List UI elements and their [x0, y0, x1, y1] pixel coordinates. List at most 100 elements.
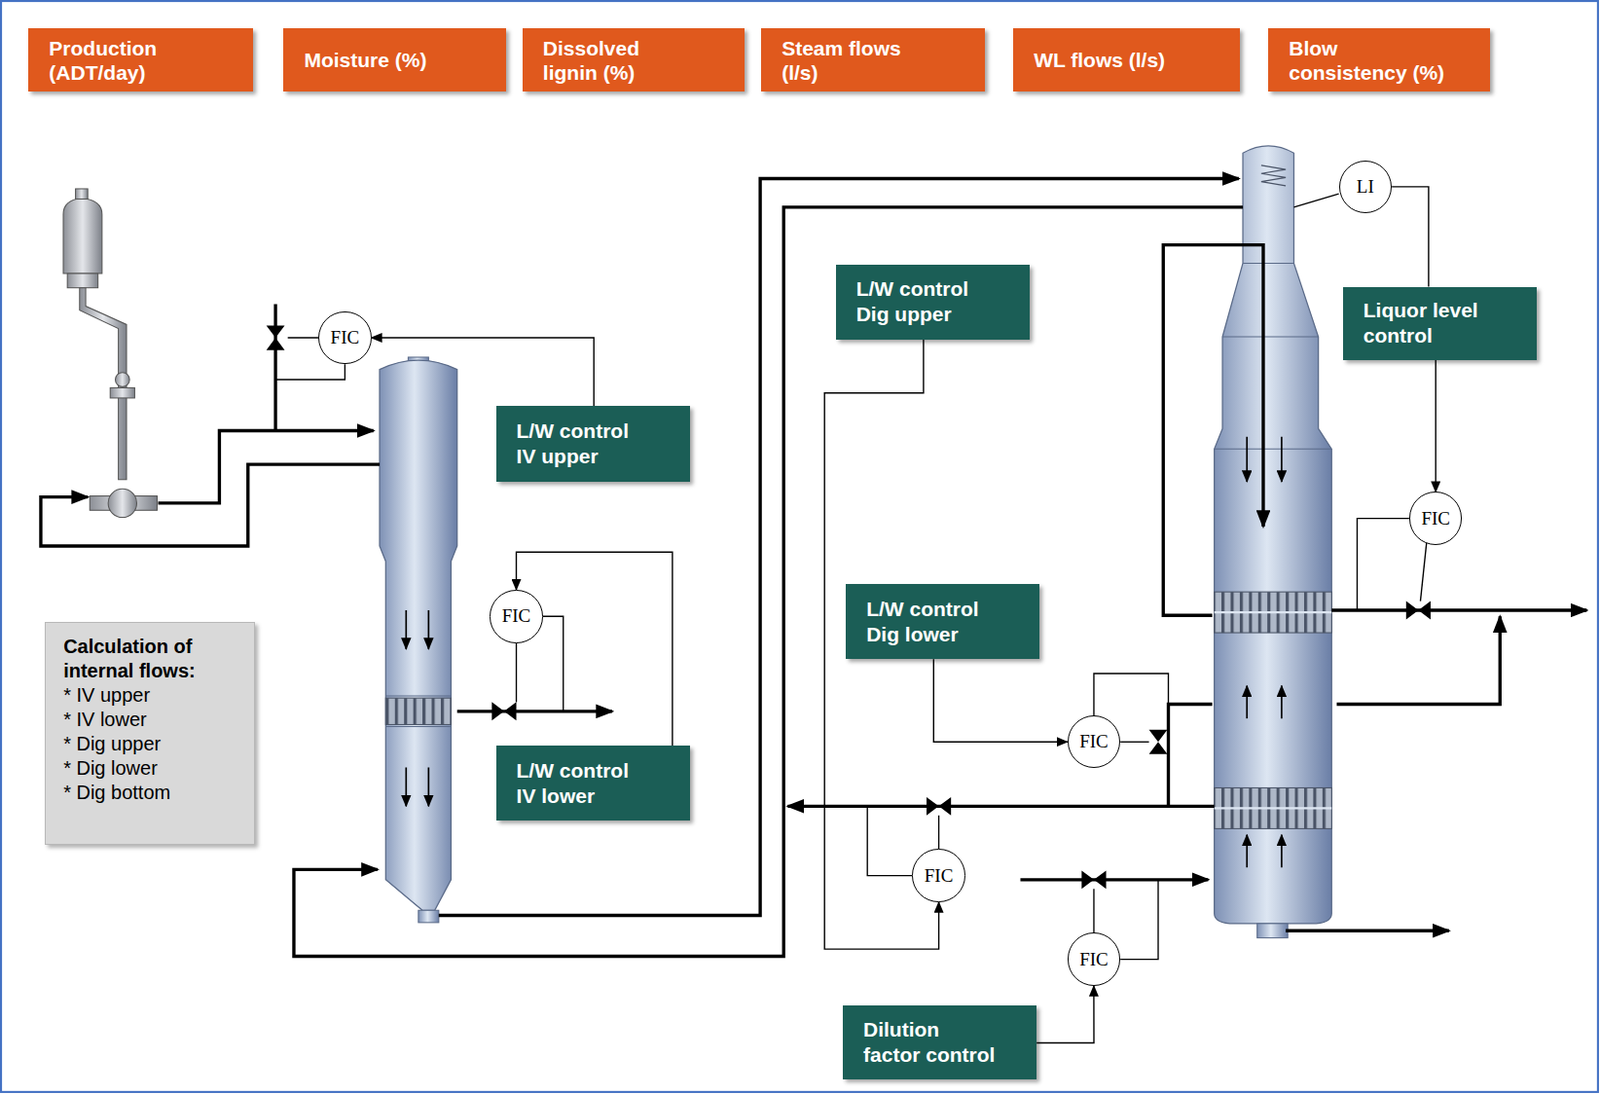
instrument-lines — [275, 193, 1427, 959]
illustration-part — [1280, 835, 1283, 869]
signal-line — [516, 551, 673, 746]
illustration-part — [1214, 787, 1333, 829]
list-item: * Dig upper — [63, 731, 245, 757]
illustration-part — [457, 709, 613, 713]
illustration-part — [275, 363, 345, 380]
illustration-part — [1331, 608, 1587, 612]
kpi-header-box: Steam flows (l/s) — [761, 28, 985, 92]
list-item: * IV upper — [63, 683, 245, 708]
digester-vessel — [1214, 145, 1333, 939]
node-label: Dilution factor control — [863, 1017, 1000, 1068]
node-label: Dissolved lignin (%) — [543, 36, 699, 85]
node-label: Production (ADT/day) — [48, 36, 205, 85]
kpi-header-box: Production (ADT/day) — [28, 28, 254, 92]
illustration-part — [543, 616, 564, 712]
illustration-part — [1245, 436, 1248, 482]
process-lines — [40, 178, 1587, 956]
controller-box: L/W control Dig lower — [845, 583, 1040, 660]
instrument-circle: FIC — [911, 848, 966, 903]
signal-line — [1434, 360, 1436, 492]
illustration-part — [1019, 877, 1208, 881]
illustration-part — [428, 610, 431, 650]
chip-feeder — [63, 188, 157, 518]
kpi-header-box: Dissolved lignin (%) — [522, 28, 746, 92]
illustration-part — [438, 178, 1239, 915]
controller-box: L/W control IV upper — [496, 405, 691, 482]
node-label: Moisture (%) — [303, 47, 460, 73]
illustration-part — [40, 464, 380, 546]
node-label: FIC — [330, 327, 361, 349]
node-label: Liquor level control — [1363, 297, 1500, 349]
illustration-part — [404, 610, 407, 650]
signal-line — [371, 337, 595, 406]
illustration-part — [385, 697, 451, 725]
signal-line — [1036, 985, 1094, 1044]
illustration-part — [938, 815, 940, 850]
illustration-part — [1245, 686, 1248, 720]
calculation-box: Calculation of internal flows:* IV upper… — [44, 621, 255, 846]
illustration-part — [404, 766, 407, 806]
illustration-part — [114, 372, 130, 388]
illustration-part — [75, 188, 89, 199]
illustration-part — [1280, 686, 1283, 720]
node-label: LI — [1356, 176, 1375, 198]
illustration-part — [1214, 448, 1333, 450]
illustration-part — [1222, 335, 1319, 337]
node-label: FIC — [1420, 508, 1451, 530]
illustration-part — [1336, 616, 1500, 704]
illustration-part — [293, 207, 1243, 957]
list-item: * Dig bottom — [63, 780, 245, 805]
node-label: Blow consistency (%) — [1288, 36, 1445, 85]
kpi-header-box: WL flows (l/s) — [1013, 28, 1240, 92]
node-label: Steam flows (l/s) — [781, 36, 938, 85]
illustration-part — [1120, 879, 1159, 960]
illustration-part — [109, 387, 135, 398]
illustration-part — [288, 336, 319, 338]
illustration-part — [1261, 165, 1286, 186]
instrument-circle: FIC — [318, 311, 372, 365]
kpi-header-box: Moisture (%) — [283, 28, 507, 92]
illustration-part — [1214, 611, 1333, 614]
illustration-part — [1242, 262, 1294, 264]
kpi-header-box: Blow consistency (%) — [1268, 28, 1491, 92]
illustration-part — [67, 273, 98, 289]
vessel-flow-arrows — [405, 436, 1282, 868]
instrument-circle: FIC — [489, 589, 544, 644]
node-label: WL flows (l/s) — [1033, 47, 1190, 73]
illustration-part — [385, 695, 451, 697]
illustration-part — [1093, 673, 1169, 716]
control-valves — [266, 325, 1431, 889]
illustration-part — [867, 805, 912, 875]
illustration-part — [1214, 806, 1333, 809]
controller-box: Liquor level control — [1343, 287, 1537, 361]
illustration-part — [158, 430, 374, 503]
instrument-circle: FIC — [1409, 491, 1463, 546]
node-label: L/W control Dig upper — [856, 276, 993, 328]
node-label: FIC — [1079, 948, 1109, 971]
node-label: FIC — [924, 865, 954, 887]
illustration-part — [1356, 518, 1409, 611]
illustration-part — [1214, 145, 1333, 924]
node-label: Calculation of internal flows: — [63, 634, 245, 684]
illustration-part — [787, 804, 1214, 808]
instrument-circle: LI — [1339, 160, 1393, 215]
controller-box: L/W control IV lower — [496, 745, 691, 821]
illustration-part — [1167, 703, 1212, 806]
signal-line — [1391, 186, 1429, 288]
illustration-part — [1120, 741, 1149, 743]
valve-symbol — [1406, 601, 1431, 620]
list-item: * Dig lower — [63, 756, 245, 781]
signal-line — [933, 658, 1067, 742]
controller-box: L/W control Dig upper — [836, 264, 1030, 341]
controller-box: Dilution factor control — [842, 1005, 1037, 1081]
illustration-part — [1245, 835, 1248, 869]
illustration-part — [1285, 929, 1450, 933]
valve-symbol — [926, 797, 951, 816]
illustration-part — [1293, 193, 1339, 208]
illustration-part — [1280, 436, 1283, 482]
illustration-part — [108, 488, 137, 517]
node-label: L/W control IV lower — [516, 758, 654, 809]
valve-symbol — [1081, 870, 1106, 889]
